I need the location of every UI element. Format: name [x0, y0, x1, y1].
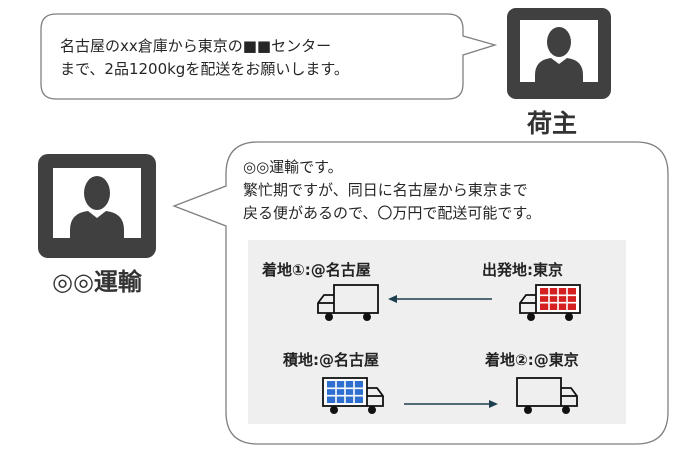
shipper-label: 荷主 [527, 109, 578, 138]
loaded-blue-truck-icon [322, 377, 384, 414]
carrier-reply-line3: 戻る便があるので、〇万円で配送可能です。 [243, 204, 541, 222]
carrier-label: ◎◎運輸 [52, 268, 142, 296]
top-arrow-left [388, 295, 492, 303]
truck-route-panel [248, 240, 626, 424]
bottom-arrow-right [404, 400, 498, 408]
shipper-request-line2: まで、2品1200kgを配送をお願いします。 [60, 60, 349, 78]
arrival1-label: 着地①:@名古屋 [262, 261, 371, 279]
shipper-person-monitor-icon [507, 8, 611, 99]
carrier-reply-line1: ◎◎運輸です。 [243, 158, 343, 176]
loading-label: 積地:@名古屋 [283, 351, 379, 369]
carrier-reply-line2: 繁忙期ですが、同日に名古屋から東京まで [243, 181, 528, 199]
loaded-red-truck-icon [519, 284, 581, 321]
empty-truck-arrival2-icon [516, 377, 578, 414]
origin-label: 出発地:東京 [482, 261, 563, 279]
arrival2-label: 着地②:@東京 [485, 351, 579, 369]
carrier-person-monitor-icon [38, 154, 156, 258]
empty-truck-arrival1-icon [317, 284, 379, 321]
shipper-request-line1: 名古屋のxx倉庫から東京の■■センター [60, 37, 332, 55]
